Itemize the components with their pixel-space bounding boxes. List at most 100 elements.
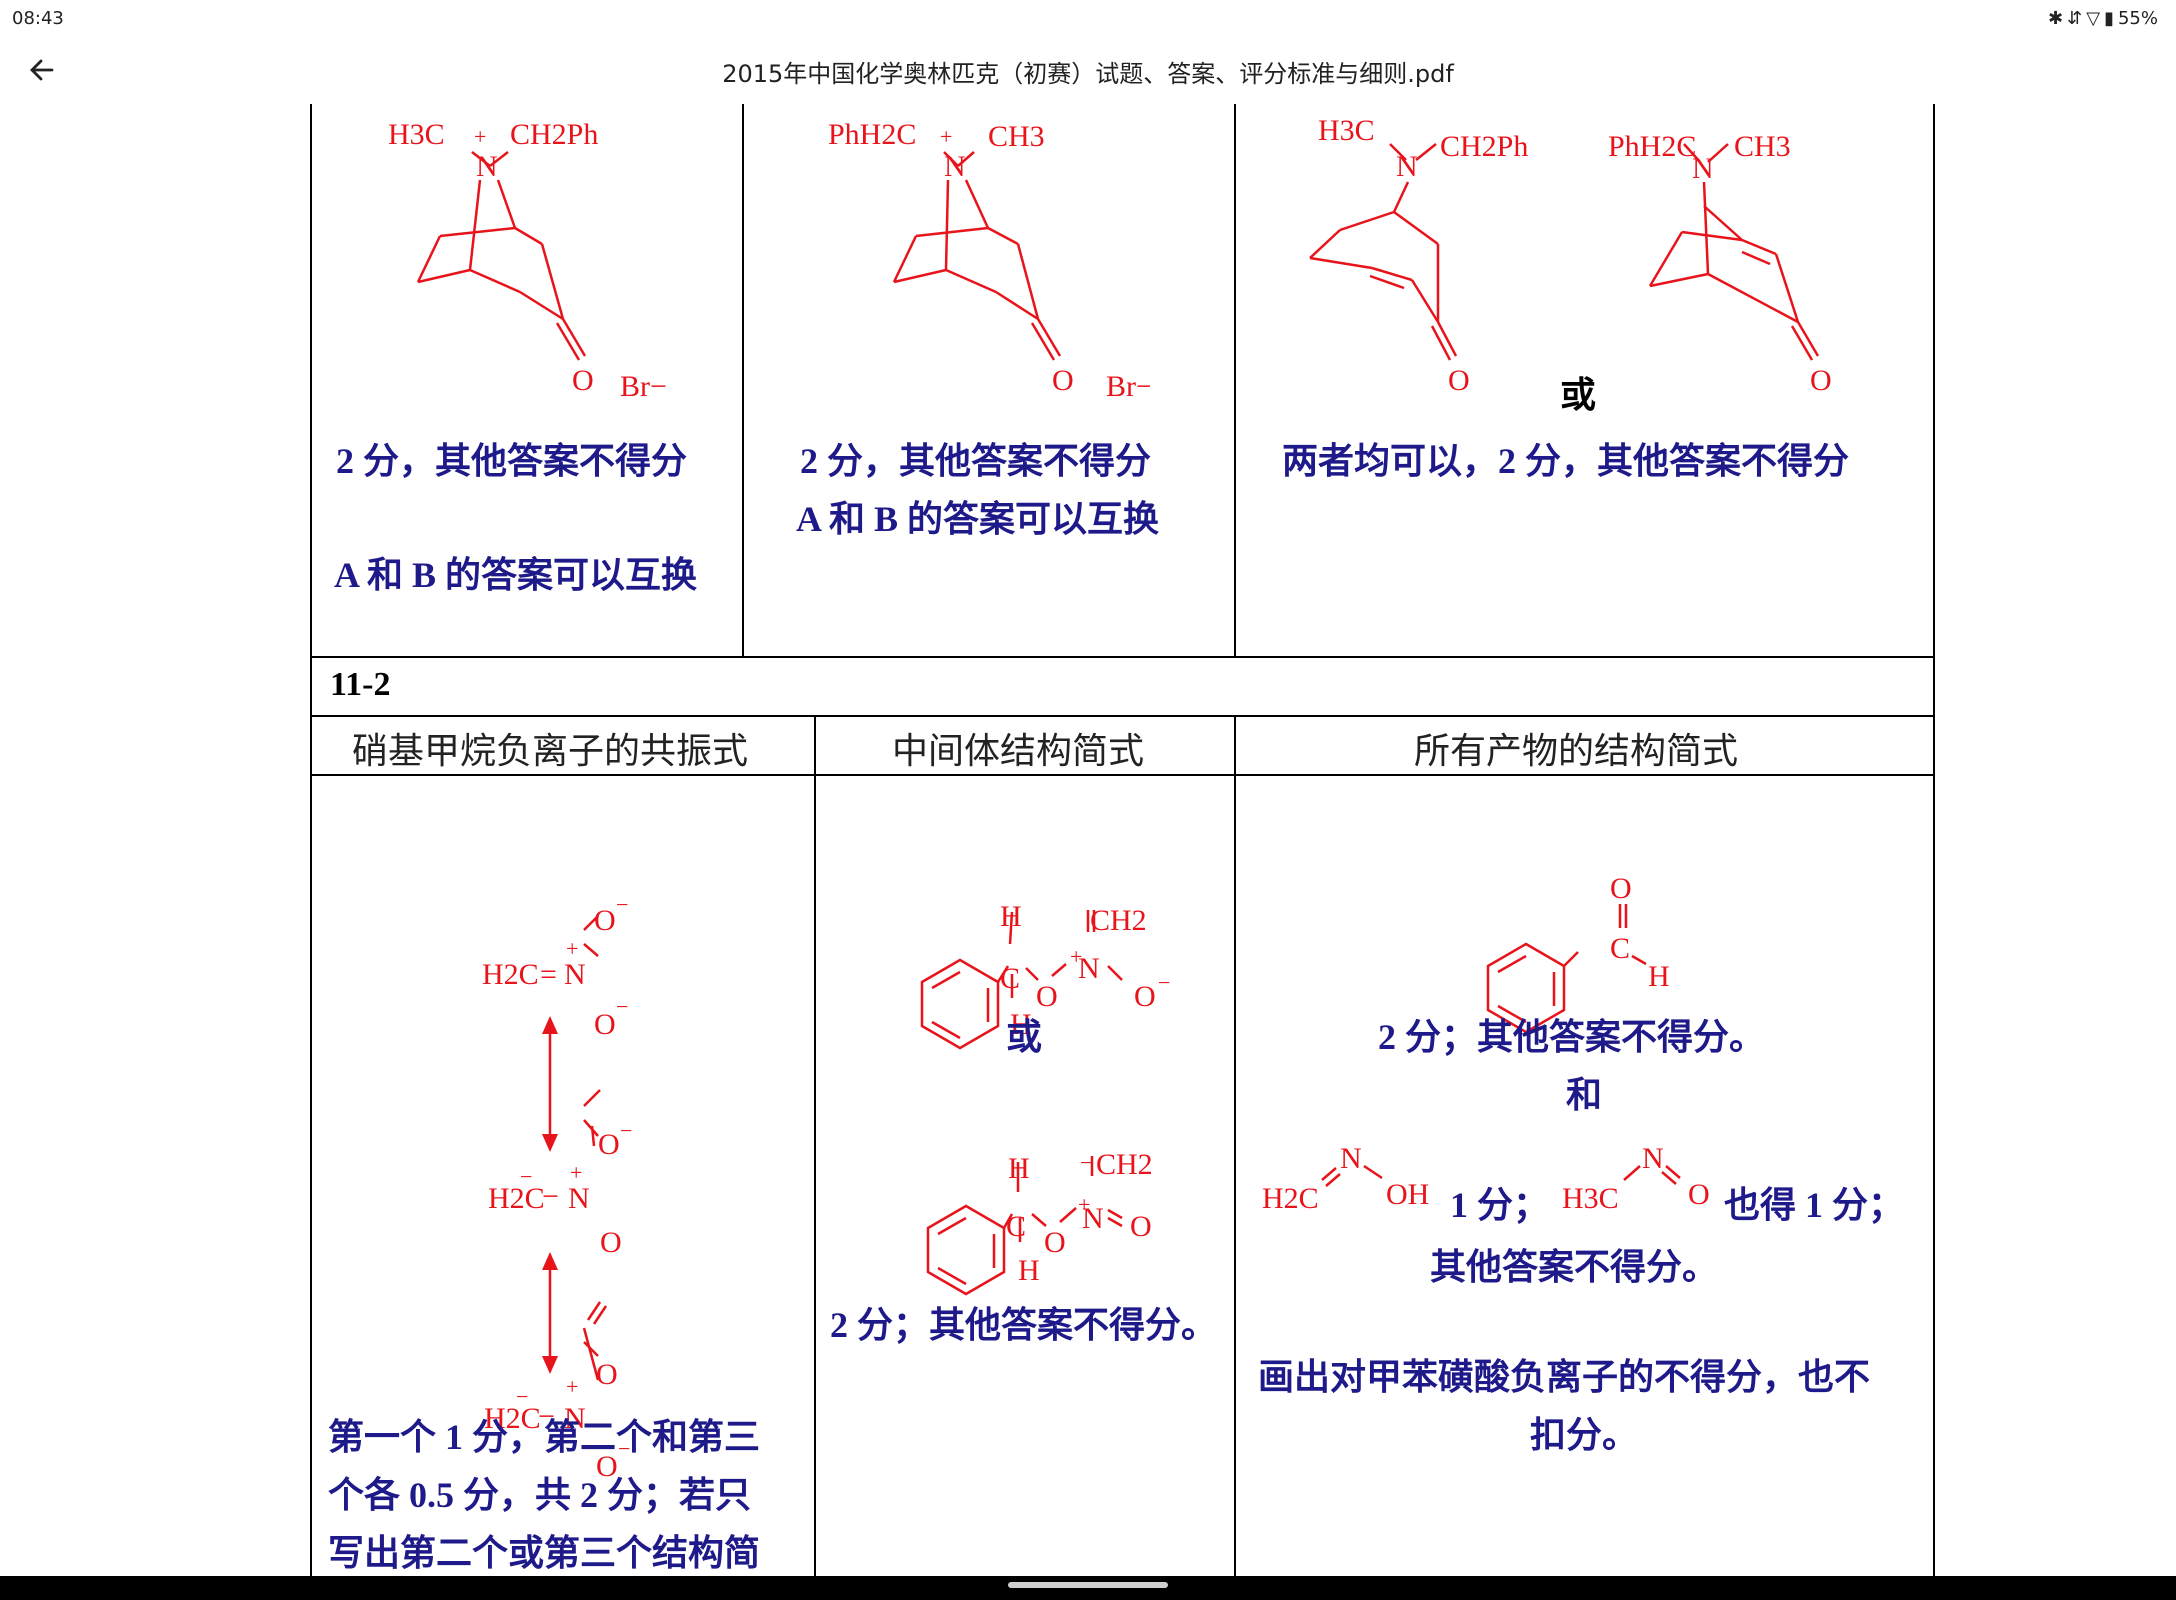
label-br: Br−	[1106, 370, 1150, 403]
label-oh: OH	[1386, 1178, 1429, 1211]
label-o: O	[1688, 1178, 1710, 1211]
label-ch2ph: CH2Ph	[1440, 130, 1528, 163]
intermediate-structures: H C H O + N CH2 O − H C H O + N − CH2 O	[920, 900, 1170, 1296]
label-h3c: H3C	[1318, 114, 1375, 147]
col3-note: 画出对甲苯磺酸负离子的不得分，也不	[1258, 1357, 1871, 1397]
label-o: O	[572, 364, 594, 397]
and-label: 和	[1566, 1075, 1603, 1115]
back-button[interactable]	[22, 50, 62, 90]
table-divider	[310, 715, 1935, 717]
back-arrow-icon	[30, 59, 54, 81]
label-o: O	[1134, 980, 1156, 1013]
label-h2c: H2C	[488, 1182, 545, 1215]
label-minus: −	[520, 1164, 532, 1189]
col1-note: 写出第二个或第三个结构简	[328, 1533, 761, 1573]
label-br: Br−	[620, 370, 667, 403]
structure-c: H3C N CH2Ph O PhH2C N CH3 O	[1309, 114, 1832, 397]
label-h: H	[1010, 1008, 1032, 1041]
home-gesture-handle[interactable]	[1008, 1582, 1168, 1588]
label-minus: −	[1080, 1150, 1092, 1175]
label-bond: =	[540, 958, 557, 991]
nitroso-structure: H3C N O	[1562, 1142, 1710, 1214]
score-note: 1 分；	[1450, 1185, 1550, 1225]
label-plus: +	[570, 1160, 582, 1185]
navigation-bar	[0, 1576, 2176, 1600]
score-note: 也得 1 分；	[1724, 1185, 1905, 1225]
label-o: O	[1448, 364, 1470, 397]
label-ch2: CH2	[1090, 904, 1147, 937]
label-o: O	[598, 1128, 620, 1161]
label-n: N	[1692, 152, 1714, 185]
resonance-structures: H2C = N + O − O − H2C − − N + O − O H2C …	[482, 892, 632, 1483]
label-phh2c: PhH2C	[1608, 130, 1696, 163]
label-minus: −	[1158, 970, 1170, 995]
battery-icon: ▮	[2104, 8, 2114, 29]
label-o: O	[1036, 980, 1058, 1013]
table-border-right	[1933, 104, 1935, 1576]
or-label: 或	[1006, 1017, 1043, 1057]
label-n: N	[564, 958, 586, 991]
bluetooth-icon: ✱	[2048, 8, 2064, 29]
label-n: N	[1078, 952, 1100, 985]
label-o: O	[1610, 872, 1632, 905]
section-label: 11-2	[330, 666, 391, 703]
pdf-page[interactable]: H3C + N CH2Ph O Br− 2 分，其他答案不得分 A 和 B 的答…	[0, 104, 2176, 1576]
label-minus: −	[616, 994, 628, 1019]
score-note: 两者均可以，2 分，其他答案不得分	[1282, 441, 1850, 481]
benzaldehyde-structure: O C H	[1486, 872, 1670, 1034]
wifi-icon: ▽	[2086, 8, 2101, 29]
label-ch2ph: CH2Ph	[510, 118, 598, 151]
col1-note: 个各 0.5 分，共 2 分；若只	[328, 1475, 752, 1515]
or-label: 或	[1560, 375, 1597, 415]
label-h: H	[1008, 1152, 1030, 1185]
label-o: O	[594, 1008, 616, 1041]
label-ch3: CH3	[1734, 130, 1791, 163]
label-h: H	[1018, 1254, 1040, 1287]
label-bond: −	[538, 1400, 555, 1433]
label-o: O	[1044, 1226, 1066, 1259]
label-h2c: H2C	[482, 958, 539, 991]
swap-note: A 和 B 的答案可以互换	[334, 555, 698, 595]
col1-header: 硝基甲烷负离子的共振式	[352, 731, 749, 771]
label-o: O	[600, 1226, 622, 1259]
score-note: 2 分，其他答案不得分	[336, 441, 688, 481]
col2-note: 2 分；其他答案不得分。	[830, 1305, 1218, 1345]
label-minus: −	[620, 1118, 632, 1143]
label-o: O	[1052, 364, 1074, 397]
col3-note: 其他答案不得分。	[1430, 1247, 1719, 1287]
label-plus: +	[566, 1374, 578, 1399]
table-divider	[742, 104, 744, 656]
label-plus: +	[474, 124, 486, 149]
label-n: N	[1082, 1202, 1104, 1235]
label-n: N	[1642, 1142, 1664, 1175]
label-o: O	[596, 1358, 618, 1391]
status-bar: 08:43 ✱ ⇵ ▽ ▮ 55%	[0, 0, 2176, 36]
col3-note: 扣分。	[1530, 1415, 1639, 1455]
status-icons: ✱ ⇵ ▽ ▮ 55%	[2048, 8, 2158, 29]
label-n: N	[1396, 150, 1418, 183]
oxime-structure: H2C N OH	[1262, 1142, 1429, 1214]
label-plus: +	[1078, 1192, 1090, 1217]
table-divider	[814, 715, 816, 1576]
col3-header: 所有产物的结构简式	[1414, 731, 1739, 771]
label-minus: −	[616, 892, 628, 917]
table-divider	[310, 774, 1935, 776]
label-plus: +	[566, 936, 578, 961]
label-o: O	[596, 1450, 618, 1483]
col3-note: 2 分；其他答案不得分。	[1378, 1017, 1766, 1057]
label-minus: −	[516, 1384, 528, 1409]
label-h3c: H3C	[1562, 1182, 1619, 1214]
label-n: N	[568, 1182, 590, 1215]
label-n: N	[1340, 1142, 1362, 1175]
label-plus: +	[1070, 944, 1082, 969]
score-note: 2 分，其他答案不得分	[800, 441, 1152, 481]
swap-note: A 和 B 的答案可以互换	[796, 499, 1160, 539]
battery-level: 55%	[2117, 8, 2158, 29]
col2-header: 中间体结构简式	[892, 731, 1145, 771]
app-bar: 2015年中国化学奥林匹克（初赛）试题、答案、评分标准与细则.pdf	[0, 36, 2176, 104]
signal-icon: ⇵	[2067, 8, 2083, 29]
label-c: C	[1000, 962, 1020, 995]
structure-b: PhH2C + N CH3 O Br−	[828, 118, 1150, 403]
structure-a: H3C + N CH2Ph O Br−	[388, 118, 667, 403]
col1-note: 第一个 1 分，第二个和第三	[328, 1417, 761, 1457]
